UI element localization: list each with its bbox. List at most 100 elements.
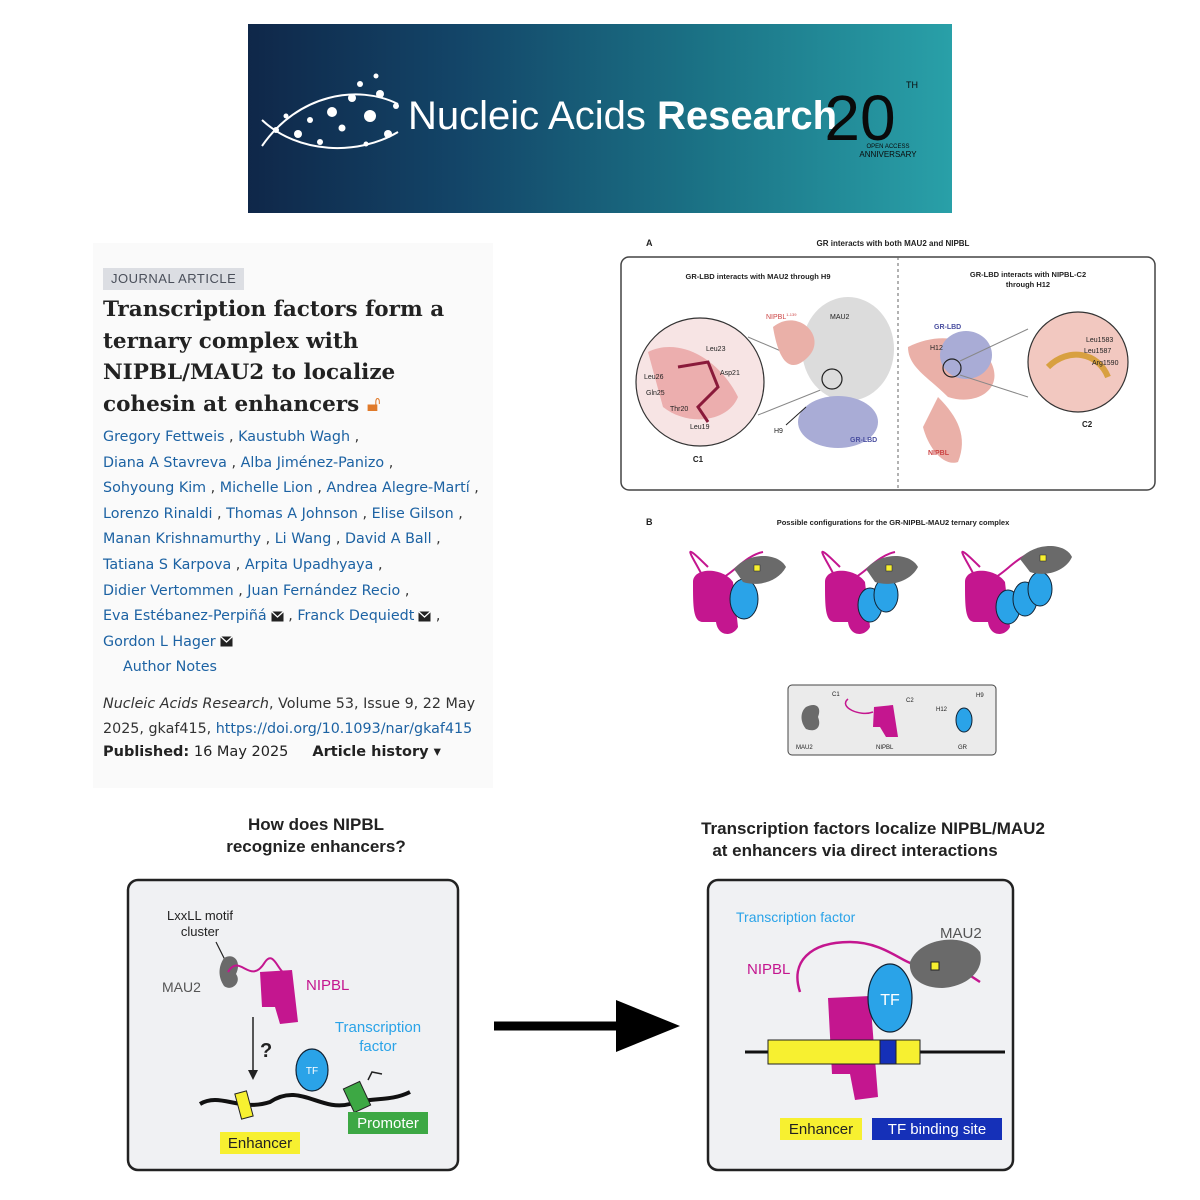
author-item: David A Ball ,: [345, 531, 441, 547]
author-item: Franck Dequiedt ,: [297, 608, 440, 624]
author-item: Arpita Upadhyaya ,: [245, 557, 383, 573]
structural-figure: A GR interacts with both MAU2 and NIPBL …: [608, 237, 1162, 772]
zoom-line-top-right: [959, 328, 1029, 362]
author-item: Michelle Lion ,: [220, 480, 327, 496]
author-link[interactable]: Manan Krishnamurthy: [103, 531, 262, 548]
legend-h9: H9: [976, 693, 984, 699]
author-item: Juan Fernández Recio ,: [247, 583, 409, 599]
author-link[interactable]: Michelle Lion: [219, 480, 313, 497]
doi-link[interactable]: https://doi.org/10.1093/nar/gkaf415: [215, 720, 473, 737]
email-icon[interactable]: [418, 610, 432, 622]
author-item: Eva Estébanez-Perpiñá ,: [103, 608, 297, 624]
author-separator: ,: [431, 531, 441, 548]
dna-logo-icon: [261, 73, 399, 150]
nipbl-superscript: 1-139: [786, 312, 797, 317]
author-item: Tatiana S Karpova ,: [103, 557, 245, 573]
journal-banner: Nucleic Acids Research 20 TH OPEN ACCESS…: [248, 24, 952, 213]
anniversary-th: TH: [906, 80, 918, 90]
h12-label: H12: [930, 345, 943, 352]
mau2-structure: [802, 297, 894, 401]
journal-name: Nucleic Acids Research: [408, 88, 837, 144]
article-card: [93, 243, 493, 788]
residue-leu23: Leu23: [706, 346, 726, 353]
author-separator: ,: [231, 556, 245, 573]
residue-arg1590: Arg1590: [1092, 360, 1119, 367]
anniversary-number: 20: [824, 82, 895, 154]
author-separator: ,: [373, 556, 383, 573]
author-link[interactable]: Kaustubh Wagh: [238, 429, 351, 445]
author-link[interactable]: Tatiana S Karpova: [103, 556, 232, 573]
article-title[interactable]: Transcription factors form a ternary com…: [103, 294, 488, 420]
tf-shape-left: [295, 1048, 329, 1092]
author-link[interactable]: Juan Fernández Recio: [247, 582, 401, 599]
author-link[interactable]: Diana A Stavreva: [103, 454, 227, 471]
interface-circle-left: [821, 368, 843, 390]
author-link[interactable]: Alba Jiménez-Panizo: [240, 454, 385, 471]
journal-name-bold: Research: [656, 94, 838, 138]
h9-label: H9: [774, 428, 783, 435]
email-icon[interactable]: [219, 636, 233, 647]
panel-b-title: Possible configurations for the GR-NIPBL…: [777, 518, 1010, 527]
left-question-2: recognize enhancers?: [226, 837, 406, 856]
right-answer-2: at enhancers via direct interactions: [712, 841, 997, 860]
anniversary-line2: ANNIVERSARY: [859, 150, 917, 159]
published-date: 16 May 2025: [193, 744, 289, 760]
author-item: Diana A Stavreva ,: [103, 455, 241, 471]
residue-gln25: Gln25: [646, 390, 665, 397]
author-link[interactable]: Gregory Fettweis: [103, 429, 225, 445]
author-separator: ,: [283, 608, 298, 625]
author-separator: ,: [431, 608, 441, 625]
enhancer-label-bg-left: [220, 1132, 300, 1154]
author-link[interactable]: Arpita Upadhyaya: [244, 556, 374, 573]
author-separator: ,: [212, 505, 227, 522]
panel-b-label: B: [646, 517, 653, 527]
author-link[interactable]: Eva Estébanez-Perpiñá: [103, 608, 267, 625]
tf-shape-label-left: TF: [306, 1066, 318, 1077]
right-subtitle-2: through H12: [1006, 280, 1050, 289]
panel-a-frame: [620, 256, 1156, 491]
left-question-1: How does NIPBL: [248, 815, 384, 834]
right-tf-label: Transcription factor: [736, 909, 856, 925]
author-link[interactable]: David A Ball: [344, 531, 432, 548]
author-separator: ,: [312, 480, 327, 497]
author-separator: ,: [224, 429, 239, 445]
structural-figure-svg: A GR interacts with both MAU2 and NIPBL …: [620, 238, 1156, 756]
author-link[interactable]: Gordon L Hager: [103, 633, 216, 650]
label-c2: C2: [1082, 420, 1093, 429]
legend-mau2-shape: [801, 705, 820, 731]
author-link[interactable]: Andrea Alegre-Martí: [326, 480, 470, 497]
author-link[interactable]: Lorenzo Rinaldi: [103, 505, 213, 522]
author-link[interactable]: Thomas A Johnson: [226, 505, 358, 522]
tss-arrow-icon: [367, 1071, 383, 1081]
legend-gr-shape: [955, 707, 973, 733]
article-title-text[interactable]: Transcription factors form a ternary com…: [103, 297, 445, 417]
author-link[interactable]: Sohyoung Kim: [103, 480, 207, 497]
question-mark: ?: [260, 1040, 272, 1062]
author-link[interactable]: Franck Dequiedt: [297, 608, 415, 625]
legend-nipbl-shape: [873, 705, 898, 737]
author-separator: ,: [261, 531, 275, 548]
enhancer-label-right: Enhancer: [789, 1121, 853, 1138]
article-history-toggle[interactable]: Article history ▾: [312, 744, 441, 760]
h9-arrow: [785, 406, 807, 426]
gr-lbd-label-right: GR-LBD: [934, 324, 961, 331]
tf-site-block: [879, 1039, 897, 1065]
email-icon[interactable]: [270, 610, 284, 622]
author-notes-link[interactable]: Author Notes: [123, 659, 217, 676]
configuration-1: [689, 550, 786, 634]
author-item: Thomas A Johnson ,: [226, 506, 372, 522]
anniversary-badge: 20 TH OPEN ACCESS ANNIVERSARY: [824, 80, 918, 159]
panel-a-label: A: [646, 238, 653, 248]
lxxll-marker-right: [930, 961, 940, 971]
author-separator: ,: [350, 429, 360, 445]
question-arrowhead: [248, 1070, 258, 1080]
author-separator: ,: [384, 454, 394, 471]
legend-mau2-label: MAU2: [796, 745, 813, 751]
author-link[interactable]: Elise Gilson: [371, 505, 454, 522]
author-item: Elise Gilson ,: [372, 506, 463, 522]
gr-lbd-label-left: GR-LBD: [850, 437, 877, 444]
author-link[interactable]: Didier Vertommen: [103, 582, 234, 599]
zoom-line-bottom-right: [959, 374, 1029, 398]
author-link[interactable]: Li Wang: [274, 531, 332, 548]
legend-nipbl-label: NIPBL: [876, 745, 894, 751]
